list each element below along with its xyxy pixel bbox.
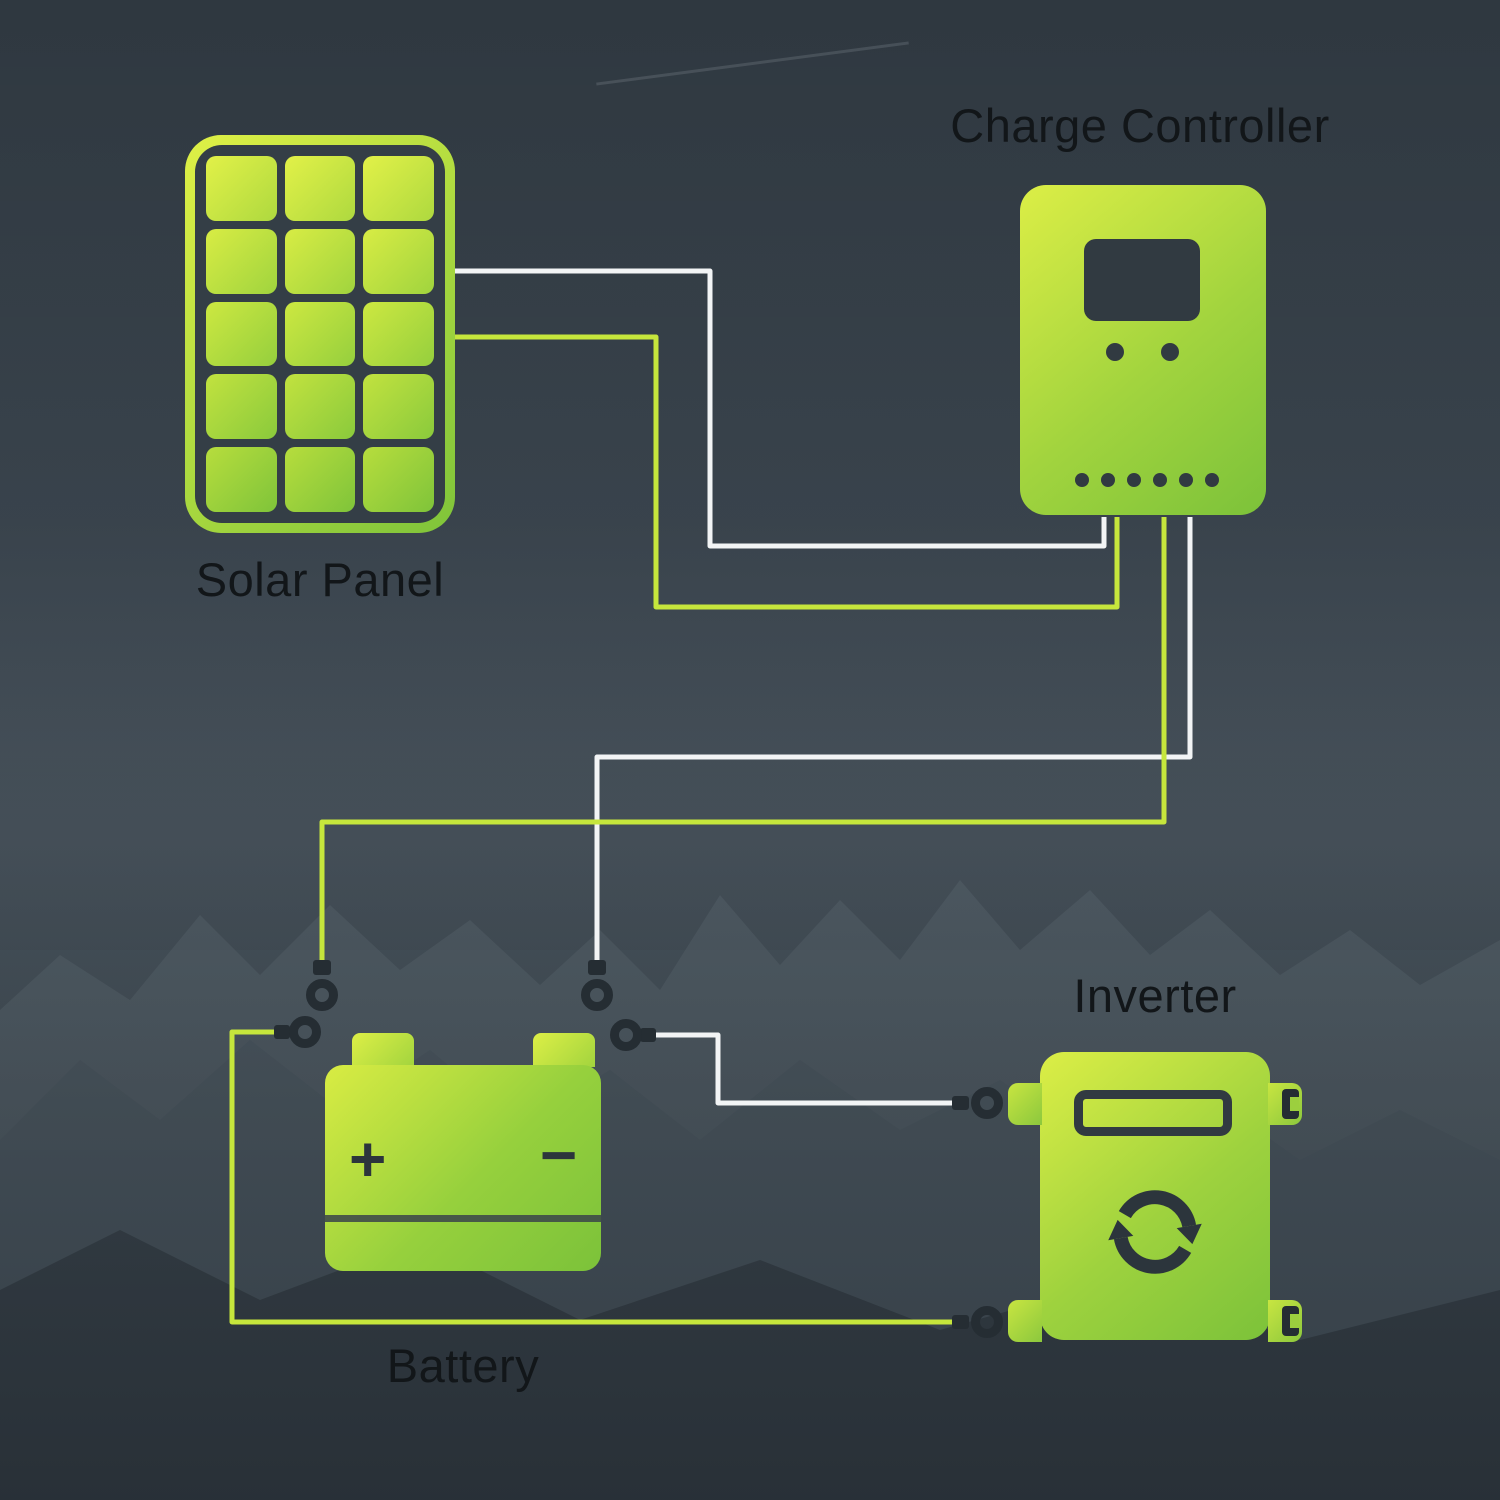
cycle-arrows-icon — [1108, 1190, 1202, 1274]
inverter-right-lower-flange — [1268, 1300, 1302, 1342]
inverter-left-upper-flange — [1008, 1083, 1042, 1125]
solar-cell — [206, 301, 277, 367]
controller-port-dot — [1127, 473, 1141, 487]
controller-port-dot — [1205, 473, 1219, 487]
solar-cell — [363, 447, 434, 512]
charge-controller — [1020, 185, 1266, 515]
inverter — [1008, 1052, 1302, 1342]
minus-symbol: − — [540, 1119, 578, 1191]
solar-cell — [206, 228, 277, 294]
charge-controller-label: Charge Controller — [950, 99, 1330, 152]
inverter-label: Inverter — [1073, 969, 1237, 1022]
battery: + − — [325, 1065, 601, 1271]
controller-port-dot — [1101, 473, 1115, 487]
inverter-right-upper-flange — [1268, 1083, 1302, 1125]
controller-port-dot — [1179, 473, 1193, 487]
battery-seam-line — [325, 1215, 601, 1222]
solar-cell — [363, 301, 434, 367]
controller-indicator-dot — [1161, 343, 1179, 361]
inverter-left-lower-flange — [1008, 1300, 1042, 1342]
battery-negative-terminal — [533, 1033, 595, 1067]
inverter-vent-slot — [1074, 1090, 1232, 1136]
solar-panel — [185, 135, 455, 533]
controller-indicator-dot — [1106, 343, 1124, 361]
solar-cell — [284, 156, 356, 221]
solar-cell — [206, 447, 277, 512]
solar-cell — [284, 447, 356, 512]
controller-port-dot — [1075, 473, 1089, 487]
solar-cell — [363, 156, 434, 221]
solar-cell — [206, 156, 277, 221]
solar-cell — [206, 374, 277, 440]
solar-cell — [284, 374, 356, 440]
solar-panel-grid — [195, 145, 445, 523]
battery-label: Battery — [386, 1339, 540, 1392]
plus-symbol: + — [349, 1123, 387, 1195]
solar-cell — [363, 374, 434, 440]
controller-display — [1084, 239, 1200, 321]
solar-panel-label: Solar Panel — [195, 553, 445, 606]
mounting-bracket-notch — [1290, 1097, 1299, 1111]
solar-cell — [284, 228, 356, 294]
solar-cell — [363, 228, 434, 294]
solar-cell — [284, 301, 356, 367]
mounting-bracket-notch — [1290, 1314, 1299, 1328]
controller-port-dot — [1153, 473, 1167, 487]
battery-positive-terminal — [352, 1033, 414, 1067]
